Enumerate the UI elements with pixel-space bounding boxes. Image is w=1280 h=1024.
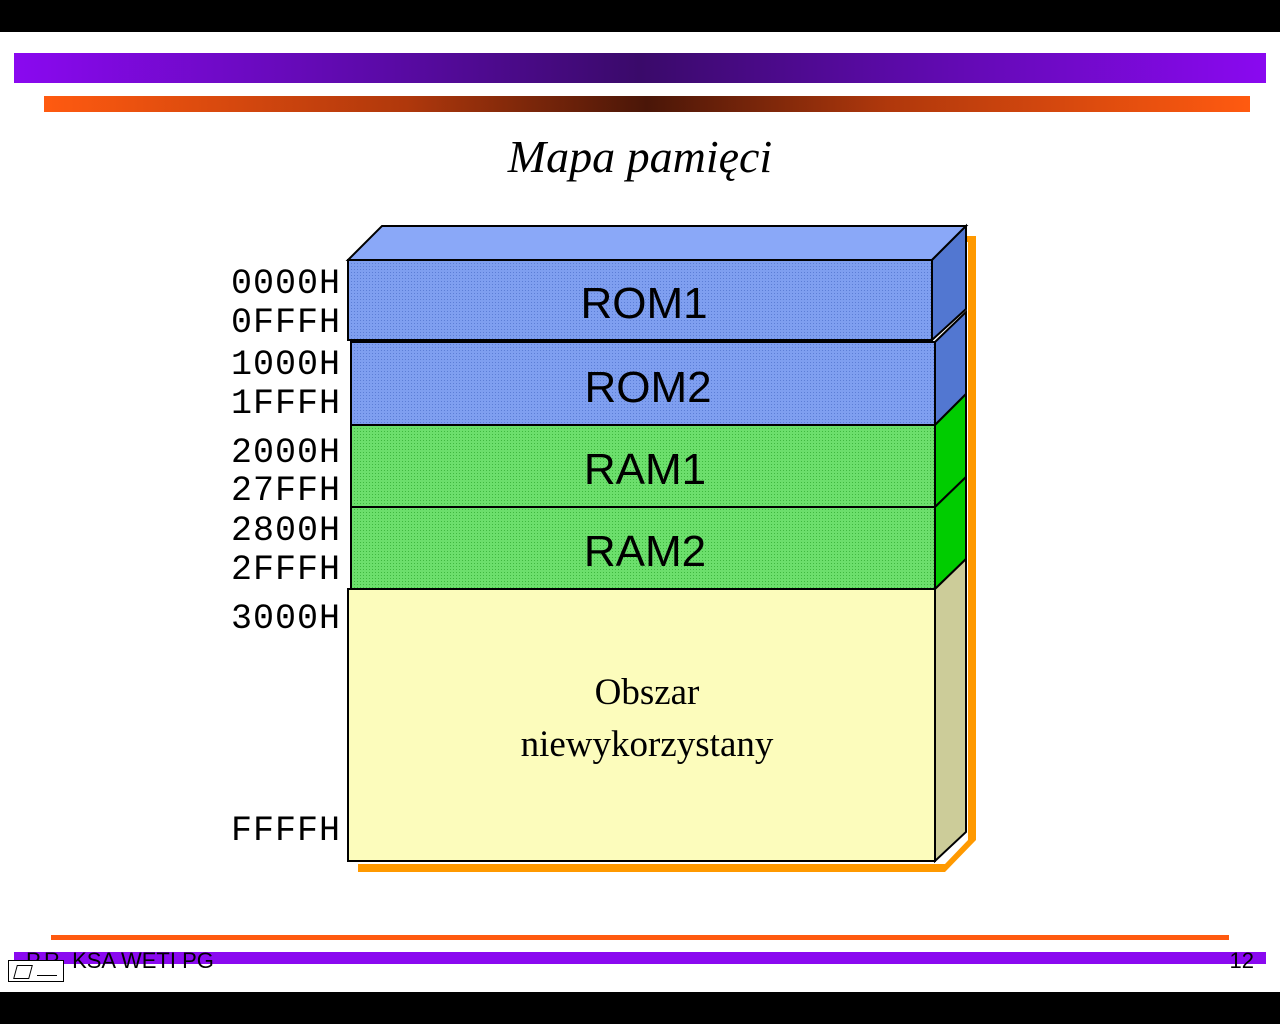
footer-orange-line — [51, 935, 1229, 940]
address-ram2-start: 2800H — [231, 511, 341, 551]
rom1-block — [347, 259, 933, 341]
unused-side-face — [934, 556, 967, 864]
unused-label-line2: niewykorzystany — [521, 724, 774, 765]
address-rom2-end: 1FFFH — [231, 384, 341, 424]
rom2-block — [350, 341, 936, 426]
ram2-block — [350, 506, 936, 590]
ram1-label: RAM1 — [584, 445, 706, 494]
address-unused-end: FFFFH — [231, 811, 341, 851]
slide-title: Mapa pamięci — [507, 131, 773, 182]
ram2-label: RAM2 — [584, 527, 706, 576]
rom2-label: ROM2 — [584, 363, 711, 412]
address-ram1-end: 27FFH — [231, 471, 341, 511]
footer-purple-bar — [14, 952, 1266, 964]
rom1-top-face — [345, 225, 969, 261]
ram1-block — [350, 424, 936, 508]
slideshow-menu-icon[interactable] — [8, 960, 64, 982]
unused-block — [347, 588, 936, 862]
address-rom1-start: 0000H — [231, 264, 341, 304]
rom1-label: ROM1 — [580, 279, 707, 328]
address-rom1-end: 0FFFH — [231, 303, 341, 343]
address-rom2-start: 1000H — [231, 345, 341, 385]
address-ram2-end: 2FFFH — [231, 550, 341, 590]
slide-number: 12 — [1229, 948, 1254, 973]
slide: Mapa pamięci — [0, 32, 1280, 992]
header-orange-bar — [44, 96, 1250, 112]
address-ram1-start: 2000H — [231, 433, 341, 473]
memory-map-diagram: ROM1 ROM2 RAM1 RAM2 Obszar niewykorzysta… — [231, 223, 976, 872]
header-purple-bar — [14, 53, 1266, 83]
address-unused-start: 3000H — [231, 599, 341, 639]
unused-label-line1: Obszar — [595, 672, 700, 713]
